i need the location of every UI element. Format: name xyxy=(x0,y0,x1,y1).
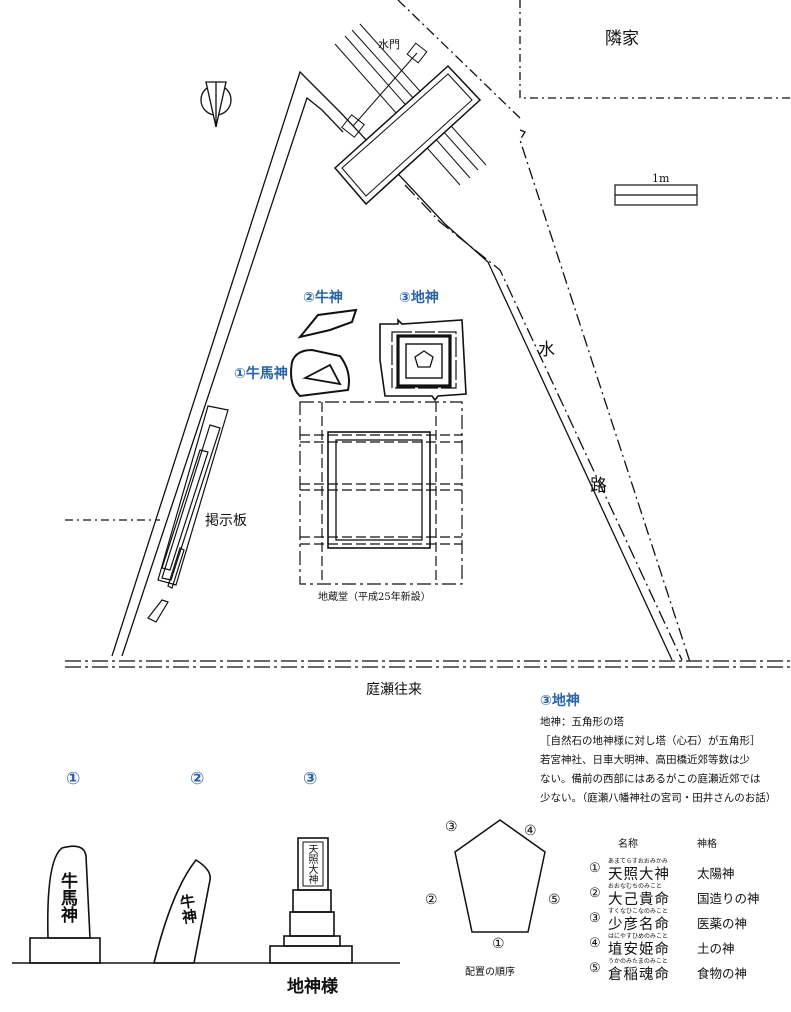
label-water-channel-2: 路 xyxy=(590,476,607,496)
label-water-channel-1: 水 xyxy=(538,340,555,360)
sketch-marker-3: ③ xyxy=(303,769,318,789)
deity-num: ③ xyxy=(589,911,601,926)
deity-character: 食物の神 xyxy=(697,966,748,981)
label-notice-board: 掲示板 xyxy=(205,513,247,529)
deity-reading: おおなむちのみこと xyxy=(608,883,663,890)
deity-name: 倉稲魂命 xyxy=(608,967,670,983)
label-god-2: ②牛神 xyxy=(303,290,343,306)
deity-reading: すくなひこなのみこと xyxy=(608,908,669,915)
deity-name: 少彦名命 xyxy=(608,917,670,933)
stone-3-inscription: 天照大神 xyxy=(306,844,317,884)
bridge-slab xyxy=(333,64,482,206)
stone-2-elevation xyxy=(152,858,212,964)
deity-num: ② xyxy=(589,886,601,901)
note-heading: ③地神 xyxy=(540,693,580,709)
sketch-marker-2: ② xyxy=(190,769,205,789)
deity-row: ④ はにやすひめのみこと 埴安姫命 土の神 xyxy=(589,931,789,958)
deity-table-header-name: 名称 xyxy=(618,839,638,850)
arrangement-pentagon xyxy=(454,819,546,933)
stone-1-elevation xyxy=(46,845,91,939)
deity-num: ④ xyxy=(589,936,601,951)
deity-reading: あまてらすおおみかみ xyxy=(608,858,668,865)
lot-outline-right-inner xyxy=(404,184,683,661)
note-line: 少ない。（庭瀬八幡神社の宮司・田井さんのお話） xyxy=(540,792,777,804)
note-body: 地神：五角形の塔 ［自然石の地神様に対し塔（心石）が五角形］ 若宮神社、日車大明… xyxy=(540,713,780,808)
deity-num: ① xyxy=(589,861,601,876)
label-god-3: ③地神 xyxy=(399,290,439,306)
deity-table-header-character: 神格 xyxy=(697,839,717,850)
neighbor-lot-boundary xyxy=(519,0,791,99)
pentagon-vertex-5: ⑤ xyxy=(548,892,561,908)
sketch-caption: 地神様 xyxy=(287,977,338,997)
label-god-1: ①牛馬神 xyxy=(234,366,288,382)
deity-reading: うかのみたまのみこと xyxy=(608,958,668,965)
note-line: ［自然石の地神様に対し塔（心石）が五角形］ xyxy=(540,735,761,747)
stone-3-elevation xyxy=(269,837,353,964)
sketch-marker-1: ① xyxy=(66,769,81,789)
notice-board-plan xyxy=(147,405,229,623)
deity-num: ⑤ xyxy=(589,961,601,976)
pentagon-vertex-2: ② xyxy=(425,892,438,908)
deity-row: ③ すくなひこなのみこと 少彦名命 医薬の神 xyxy=(589,906,789,933)
deity-name: 埴安姫命 xyxy=(608,942,670,958)
scale-bar xyxy=(614,184,698,206)
jizo-hall-plan xyxy=(299,401,463,585)
stone-2-plan xyxy=(297,308,358,339)
deity-row: ⑤ うかのみたまのみこと 倉稲魂命 食物の神 xyxy=(589,956,789,983)
note-line: ない。備前の西部にはあるがこの庭瀬近郊では xyxy=(540,773,761,785)
bridge-slab-inner xyxy=(341,73,473,197)
stone-1-base xyxy=(29,937,101,964)
deity-name: 大己貴命 xyxy=(608,892,670,908)
pentagon-vertex-4: ④ xyxy=(524,823,537,839)
deity-character: 医薬の神 xyxy=(697,916,748,931)
deity-row: ① あまてらすおおみかみ 天照大神 太陽神 xyxy=(589,856,789,883)
label-neighbor-house: 隣家 xyxy=(605,29,639,49)
property-line-top xyxy=(397,0,521,119)
deity-character: 土の神 xyxy=(697,941,735,956)
pentagon-vertex-3: ③ xyxy=(445,819,458,835)
label-road: 庭瀬往来 xyxy=(366,682,422,698)
label-jizo-hall: 地蔵堂（平成25年新設） xyxy=(318,592,431,603)
north-arrow-icon xyxy=(200,81,232,128)
deity-name: 天照大神 xyxy=(608,867,670,883)
label-scale: 1m xyxy=(652,172,670,185)
stone-3-plan xyxy=(379,318,467,402)
pentagon-caption: 配置の順序 xyxy=(465,967,515,978)
label-water-gate: 水門 xyxy=(378,38,400,51)
stone-1-inner xyxy=(302,363,342,386)
stone-1-inscription: 牛馬神 xyxy=(57,872,77,923)
note-line: 地神：五角形の塔 xyxy=(540,716,624,728)
stone-1-plan xyxy=(290,348,350,398)
pentagon-vertex-1: ① xyxy=(492,936,505,952)
stone-2-inscription: 牛神 xyxy=(176,892,199,926)
deity-character: 太陽神 xyxy=(697,866,735,881)
deity-row: ② おおなむちのみこと 大己貴命 国造りの神 xyxy=(589,881,789,908)
note-line: 若宮神社、日車大明神、高田橋近郊等数は少 xyxy=(540,754,750,766)
lot-outline-left-inner xyxy=(121,96,344,657)
deity-reading: はにやすひめのみこと xyxy=(608,933,669,940)
deity-character: 国造りの神 xyxy=(697,891,760,906)
property-line-right xyxy=(519,129,691,663)
